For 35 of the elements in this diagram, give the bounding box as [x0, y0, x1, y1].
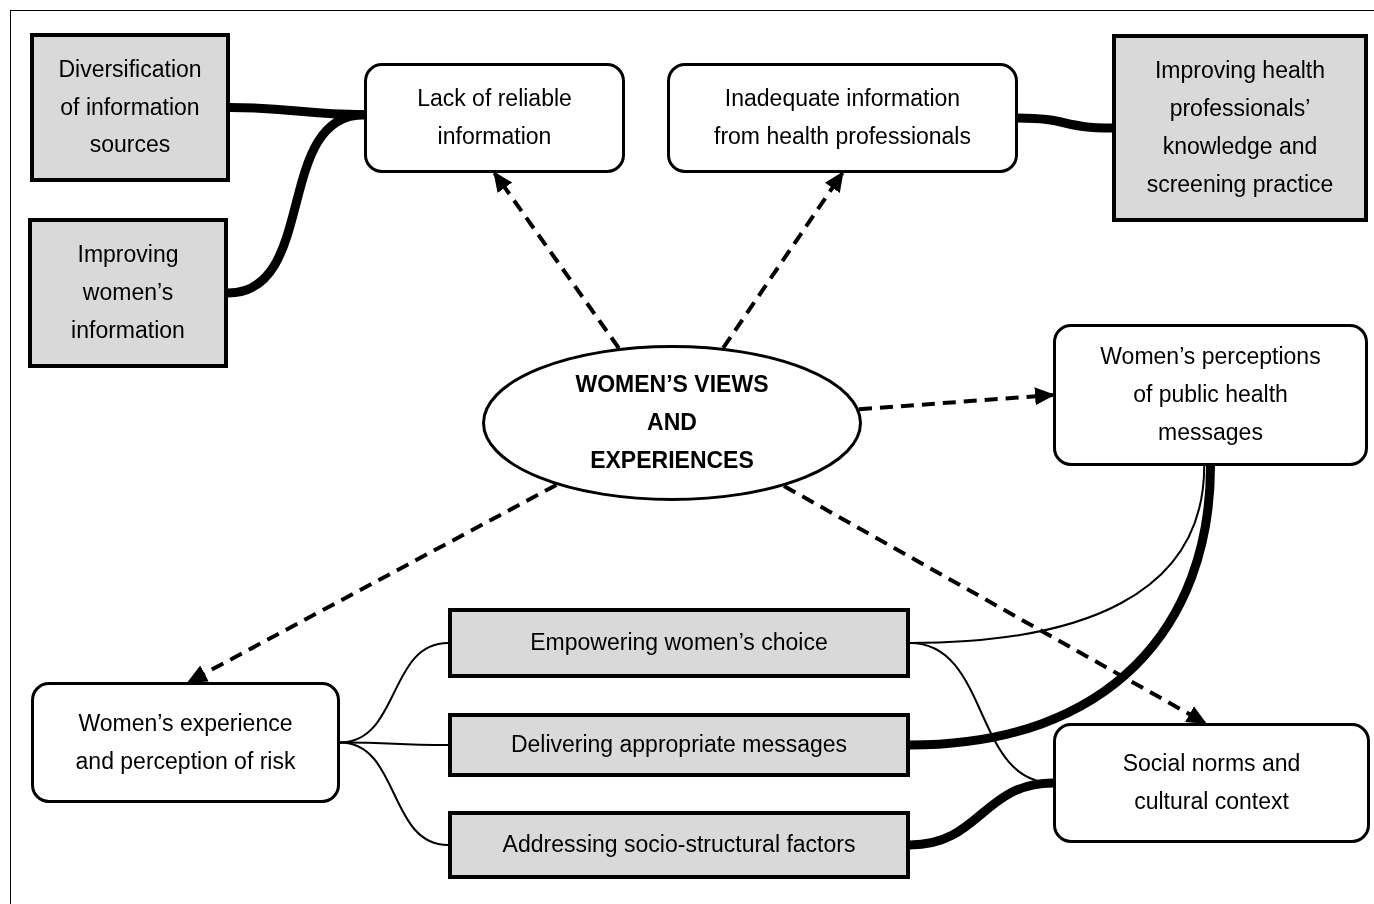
- connector-line: [909, 778, 1054, 850]
- node-text: Social norms and cultural context: [1121, 749, 1302, 816]
- strategy-box: [1112, 34, 1368, 222]
- node-text: Diversification of information sources: [58, 54, 202, 160]
- strategy-box: [448, 608, 910, 678]
- theme-box: [1053, 723, 1370, 843]
- dashed-arrow: [721, 171, 845, 349]
- node-text: WOMEN’S VIEWS AND EXPERIENCES: [574, 370, 770, 475]
- connector-line: [909, 465, 1215, 750]
- node-text: Lack of reliable information: [416, 84, 573, 151]
- theme-box: [1053, 324, 1368, 466]
- node-text: Women’s perceptions of public health messages: [1099, 342, 1322, 447]
- dashed-arrow: [783, 484, 1207, 725]
- strategy-box: [448, 811, 910, 879]
- strategy-box: [30, 33, 230, 182]
- dashed-arrow: [858, 387, 1055, 412]
- node-text: Empowering women’s choice: [530, 628, 828, 658]
- theme-box: [667, 63, 1018, 173]
- strategy-box: [448, 713, 910, 777]
- connector-line: [1017, 113, 1113, 133]
- node-text: Inadequate information from health professionals: [713, 84, 972, 151]
- node-text: Improving health professionals’ knowledge and screening practice: [1145, 56, 1335, 199]
- connector-line: [227, 110, 365, 298]
- node-text: Addressing socio-structural factors: [502, 830, 856, 860]
- connector-line: [339, 741, 449, 846]
- ellipse-node: [482, 345, 862, 501]
- strategy-box: [28, 218, 228, 368]
- node-text: Improving women’s information: [70, 240, 186, 345]
- theme-box: [364, 63, 625, 173]
- theme-box: [31, 682, 340, 803]
- dashed-arrow: [186, 483, 558, 684]
- node-text: Women’s experience and perception of risk: [74, 708, 297, 776]
- node-text: Delivering appropriate messages: [510, 730, 848, 760]
- dashed-arrow: [492, 171, 621, 350]
- connector-line: [339, 642, 449, 744]
